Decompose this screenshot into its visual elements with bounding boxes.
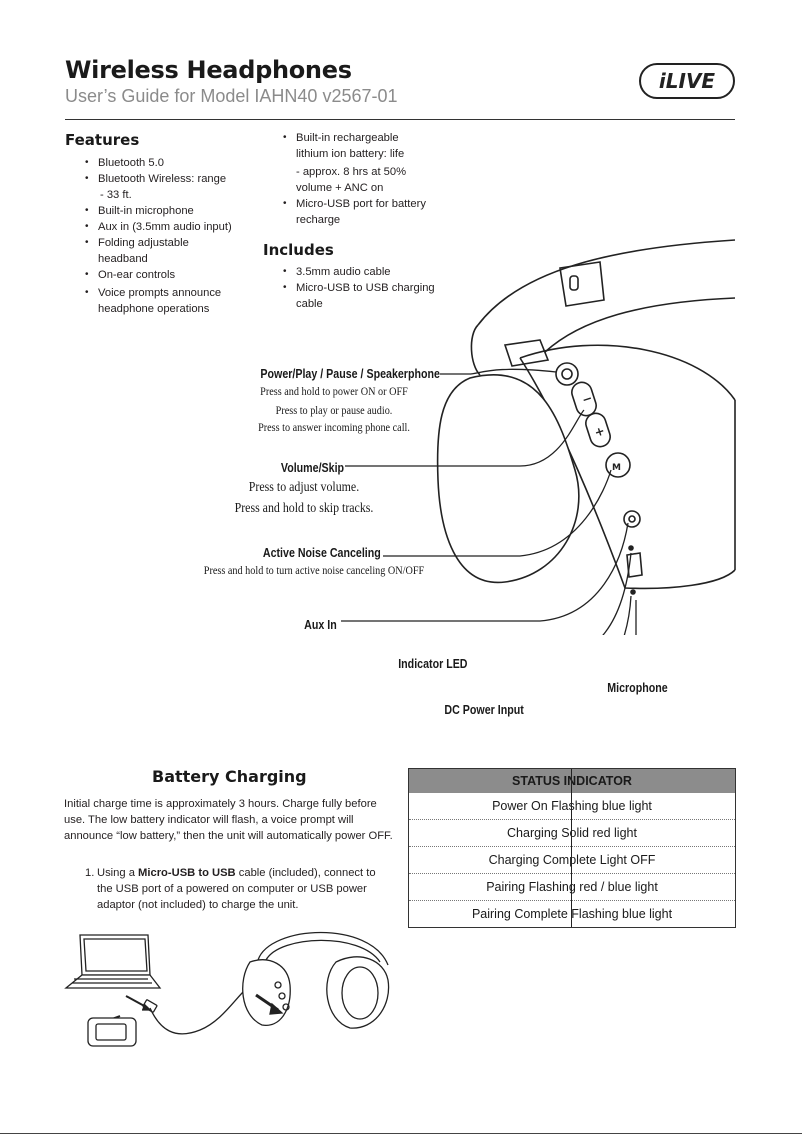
- page-title: Wireless Headphones: [65, 56, 352, 84]
- svg-text:iLIVE: iLIVE: [659, 69, 716, 93]
- table-divider: [571, 769, 572, 927]
- status-table-header: STATUS INDICATOR: [409, 769, 735, 793]
- volume-desc-2: Press and hold to skip tracks.: [234, 501, 374, 516]
- status-indicator-table: STATUS INDICATOR Power On Flashing blue …: [408, 768, 736, 928]
- power-play-label: Power/Play / Pause / Speakerphone: [260, 366, 440, 381]
- svg-text:+: +: [593, 423, 607, 439]
- svg-text:−: −: [580, 391, 594, 407]
- list-item: Built-in microphone: [85, 203, 258, 219]
- headphone-illustration: − + M: [341, 239, 736, 635]
- table-row: Charging Solid red light: [409, 819, 735, 846]
- includes-heading: Includes: [263, 241, 334, 259]
- footer-divider: [0, 1133, 802, 1134]
- charging-illustration: [64, 931, 390, 1047]
- anc-desc: Press and hold to turn active noise canc…: [203, 563, 425, 577]
- list-item: 3.5mm audio cable: [283, 264, 456, 280]
- battery-heading: Battery Charging: [152, 767, 307, 786]
- table-row: Pairing Flashing red / blue light: [409, 873, 735, 900]
- svg-text:M: M: [612, 463, 621, 473]
- list-item: On-ear controls: [85, 267, 258, 283]
- page-subtitle: User’s Guide for Model IAHN40 v2567-01: [65, 86, 398, 106]
- dc-power-label: DC Power Input: [444, 702, 524, 717]
- volume-desc-1: Press to adjust volume.: [248, 480, 360, 495]
- table-row: Power On Flashing blue light: [492, 799, 652, 813]
- table-row: Charging Complete Light OFF: [409, 846, 735, 873]
- step-number: 1.: [85, 867, 95, 879]
- power-desc-3: Press to answer incoming phone call.: [258, 420, 410, 434]
- list-item: Bluetooth Wireless: range- 33 ft.: [85, 171, 258, 203]
- microphone-label: Microphone: [607, 680, 668, 695]
- table-row: Pairing Complete Flashing blue light: [409, 900, 735, 927]
- power-desc-1: Press and hold to power ON or OFF: [260, 384, 408, 398]
- aux-in-label: Aux In: [304, 617, 337, 632]
- list-item: Aux in (3.5mm audio input): [85, 219, 258, 235]
- header-divider: [65, 119, 735, 120]
- ilive-logo: iLIVE: [639, 63, 735, 99]
- includes-list: 3.5mm audio cable Micro-USB to USB charg…: [283, 264, 456, 312]
- indicator-led-label: Indicator LED: [398, 656, 468, 671]
- battery-paragraph: Initial charge time is approximately 3 h…: [64, 798, 393, 842]
- power-desc-2: Press to play or pause audio.: [275, 403, 393, 417]
- list-item: Bluetooth 5.0: [85, 155, 258, 171]
- anc-label: Active Noise Canceling: [263, 545, 381, 560]
- step-text: Using a Micro-USB to USB cable (included…: [97, 867, 376, 911]
- volume-skip-label: Volume/Skip: [280, 460, 344, 475]
- features-list-1: Bluetooth 5.0 Bluetooth Wireless: range-…: [85, 155, 258, 317]
- features-heading: Features: [65, 131, 140, 149]
